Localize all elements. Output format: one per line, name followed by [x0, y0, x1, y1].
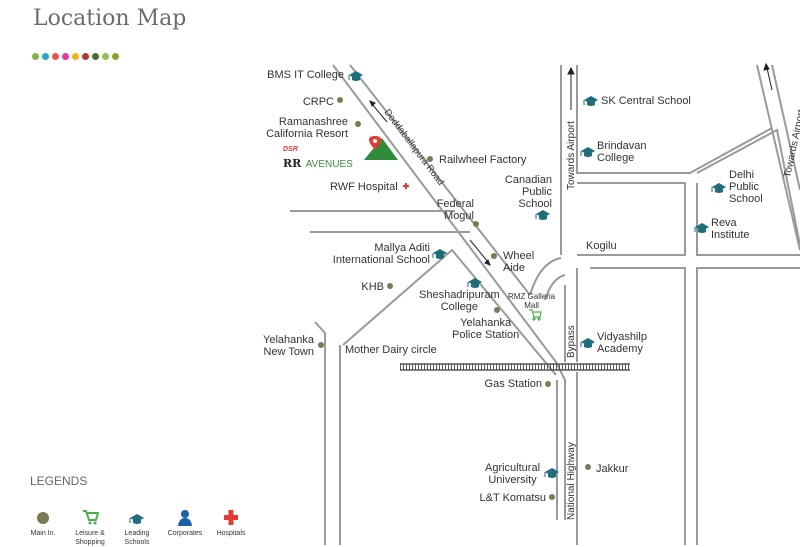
label-line: Reva — [711, 217, 737, 229]
label-line: School — [729, 193, 763, 205]
dot — [52, 53, 59, 60]
brand-top: DSR — [283, 146, 298, 153]
label-railwheel: Railwheel Factory — [439, 154, 527, 166]
decorative-dots — [32, 53, 119, 60]
railway — [400, 363, 630, 371]
label-line: Aide — [503, 262, 526, 274]
legend-label: Leisure & Shopping — [75, 530, 105, 546]
roads — [290, 64, 800, 545]
label-line: Mallya Aditi — [374, 242, 430, 254]
label-line: RMZ Galleria — [508, 292, 556, 301]
brand-logo: DSR RR AVENUES — [283, 146, 353, 172]
label-line: Mall — [524, 301, 539, 310]
label-line: Mogul — [444, 210, 474, 222]
label-line: Agricultural — [485, 462, 541, 474]
road-label-doddaballapura: Doddaballapura Road — [382, 107, 446, 187]
label-mother-dairy: Mother Dairy circle — [345, 344, 437, 356]
label-line: Public — [729, 181, 759, 193]
label-line: Wheel — [503, 250, 535, 262]
dot-icon — [37, 512, 49, 524]
dot — [62, 53, 69, 60]
label-line: Institute — [711, 229, 750, 241]
project-location-marker — [364, 136, 398, 160]
label-line: College — [597, 152, 635, 164]
label-sk-central: SK Central School — [601, 95, 691, 107]
label-line: Academy — [597, 343, 643, 355]
legend-label: Main In. — [30, 530, 56, 537]
legend-label: Corporates — [167, 530, 203, 537]
hospital-icon — [403, 183, 409, 189]
road-label-national-highway: National Highway — [566, 442, 577, 520]
main-landmark-dots — [318, 97, 591, 500]
label-line: Public — [522, 186, 552, 198]
brand-sub: AVENUES — [305, 159, 353, 170]
graduation-cap-icon — [129, 513, 145, 525]
label-line: Sheshadripuram — [419, 289, 500, 301]
label-line: Federal — [436, 198, 474, 210]
dot — [72, 53, 79, 60]
label-lt-komatsu: L&T Komatsu — [479, 492, 546, 504]
dot — [102, 53, 109, 60]
label-gas-station: Gas Station — [484, 378, 542, 390]
label-jakkur: Jakkur — [596, 463, 629, 475]
label-line: College — [440, 301, 479, 313]
legends-title: LEGENDS — [30, 474, 88, 488]
label-line: Ramanashree — [278, 116, 348, 128]
label-line: University — [488, 474, 537, 486]
legend-schools: Leading Schools — [114, 508, 160, 547]
shopping-cart-icon — [529, 309, 542, 321]
label-khb: KHB — [361, 281, 384, 293]
dot — [92, 53, 99, 60]
label-crpc: CRPC — [302, 96, 334, 108]
legend-main: Main In. — [20, 508, 66, 538]
legend-leisure: Leisure & Shopping — [67, 508, 113, 547]
label-line: Yelahanka — [460, 317, 512, 329]
road-label-towards-airport: Towards Airport — [566, 121, 577, 190]
label-kogilu: Kogilu — [586, 240, 617, 252]
dot — [42, 53, 49, 60]
label-bms: BMS IT College — [267, 69, 344, 81]
page-title: Location Map — [33, 6, 187, 31]
label-line: Yelahanka — [263, 334, 314, 346]
cross-icon — [224, 510, 238, 525]
label-line: School — [518, 198, 552, 210]
legend-label: Leading Schools — [124, 530, 150, 546]
person-icon — [178, 510, 192, 526]
legend-hospitals: Hospitals — [208, 508, 254, 538]
brand-main: RR — [283, 157, 302, 170]
dot — [32, 53, 39, 60]
legend-corporates: Corporates — [162, 508, 208, 538]
label-line: Vidyashilp — [597, 331, 647, 343]
legend-label: Hospitals — [216, 530, 246, 537]
label-line: Police Station — [452, 329, 520, 341]
label-line: Delhi — [729, 169, 755, 181]
direction-arrows — [369, 62, 773, 266]
cart-icon — [83, 510, 99, 525]
label-line: International School — [332, 254, 430, 266]
label-line: Canadian — [504, 174, 552, 186]
dot — [112, 53, 119, 60]
label-line: California Resort — [266, 128, 348, 140]
label-line: New Town — [263, 346, 314, 358]
dot — [82, 53, 89, 60]
label-rwf-hospital: RWF Hospital — [330, 181, 398, 193]
road-label-bypass: Bypass — [566, 325, 577, 358]
label-line: Brindavan — [597, 140, 647, 152]
